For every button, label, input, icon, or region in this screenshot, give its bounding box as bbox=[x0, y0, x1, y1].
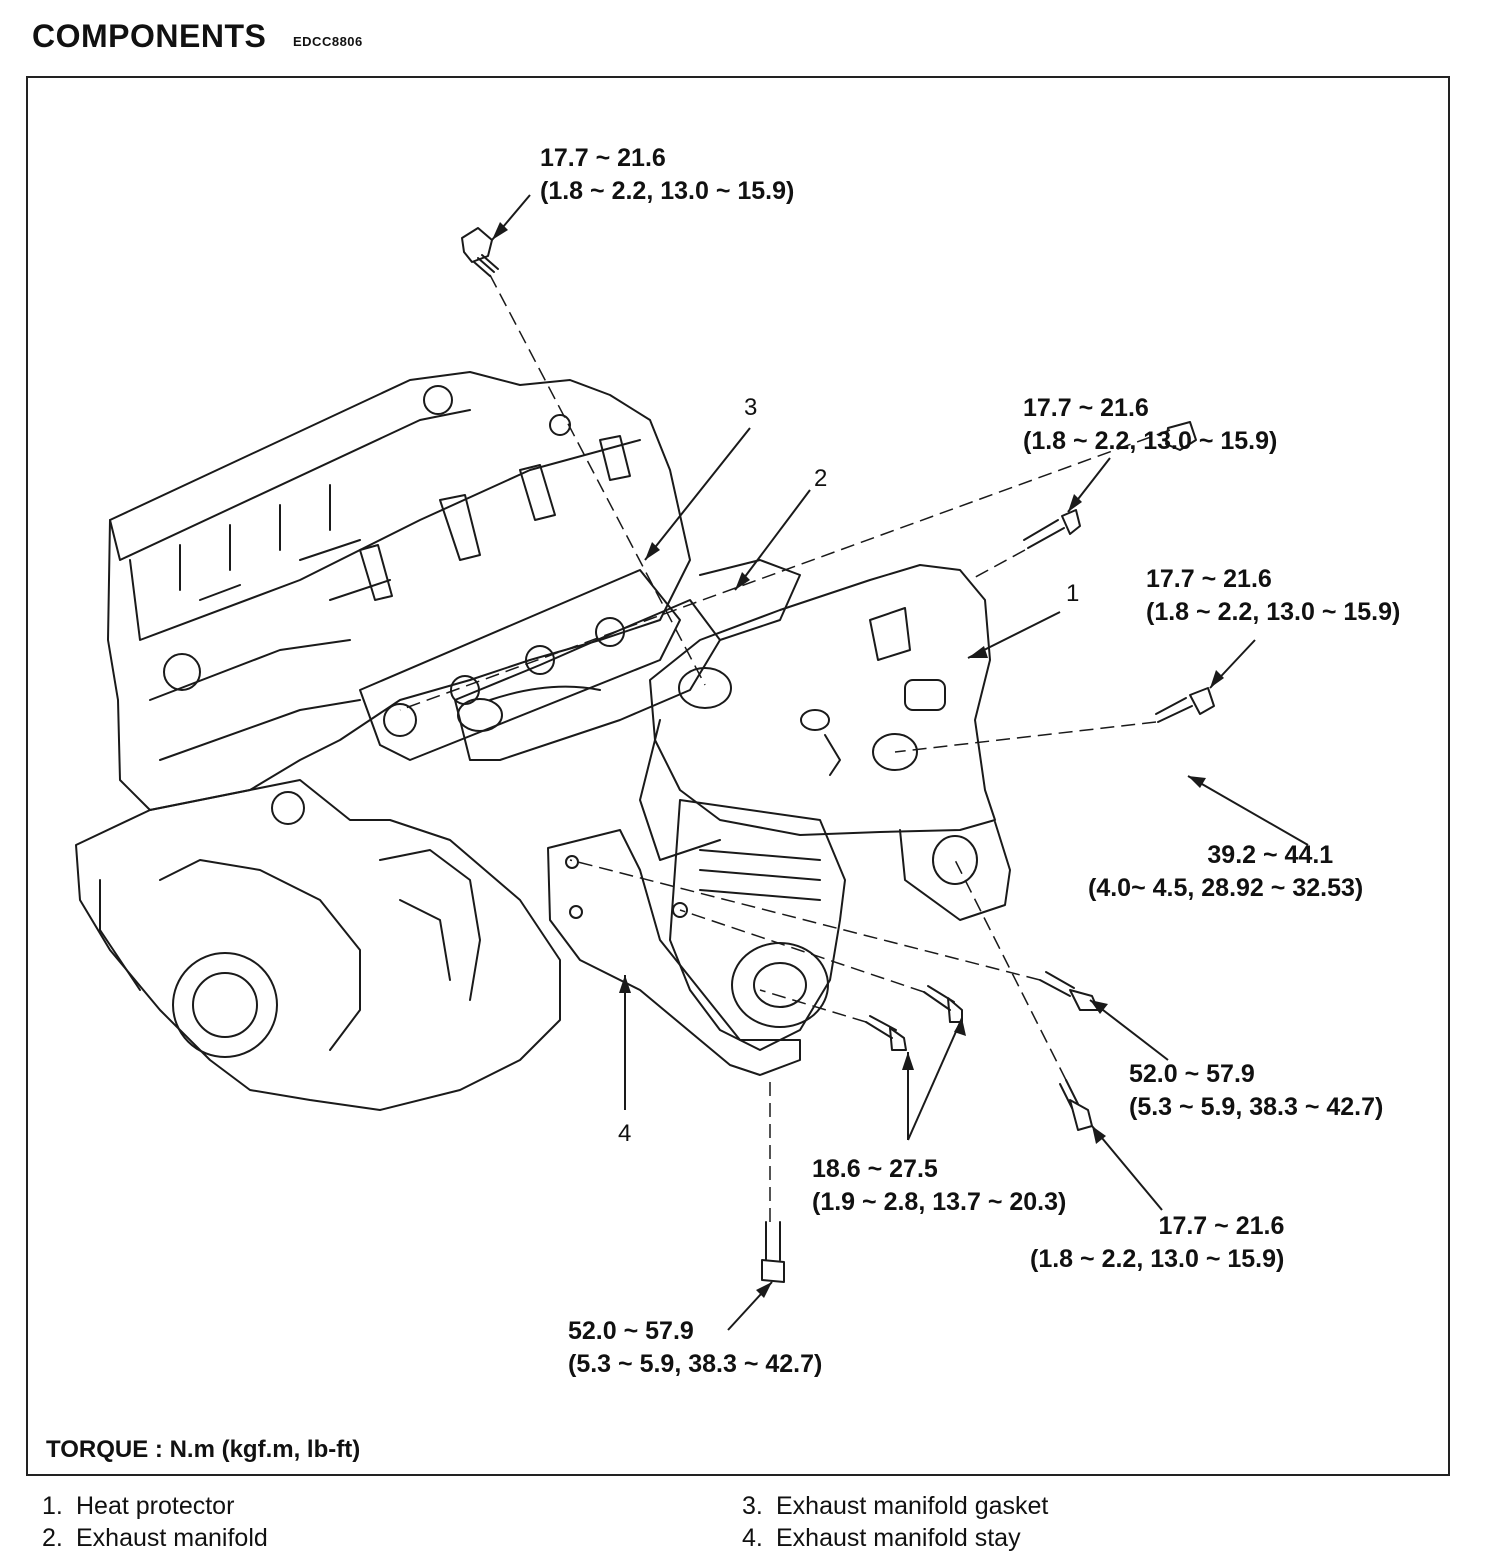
legend-label: Exhaust manifold stay bbox=[776, 1524, 1021, 1552]
torque-callout-stay-bolt-bottom: 52.0 ~ 57.9 (5.3 ~ 5.9, 38.3 ~ 42.7) bbox=[568, 1315, 822, 1381]
torque-callout-top-bolt: 17.7 ~ 21.6 (1.8 ~ 2.2, 13.0 ~ 15.9) bbox=[540, 142, 794, 208]
legend-label: Exhaust manifold bbox=[76, 1524, 268, 1552]
torque-value: 17.7 ~ 21.6 bbox=[540, 144, 666, 172]
torque-callout-bottom-right-bolt: 17.7 ~ 21.6 (1.8 ~ 2.2, 13.0 ~ 15.9) bbox=[1030, 1210, 1284, 1276]
torque-value: 52.0 ~ 57.9 bbox=[568, 1317, 694, 1345]
alignment-lines bbox=[399, 274, 1171, 1222]
torque-value: 52.0 ~ 57.9 bbox=[1129, 1060, 1255, 1088]
torque-value: 18.6 ~ 27.5 bbox=[812, 1155, 938, 1183]
torque-alt-units: (5.3 ~ 5.9, 38.3 ~ 42.7) bbox=[1129, 1093, 1384, 1121]
torque-callout-manifold-nut: 39.2 ~ 44.1 (4.0~ 4.5, 28.92 ~ 32.53) bbox=[1088, 839, 1363, 905]
document-code: EDCC8806 bbox=[293, 34, 363, 49]
part-number-4: 4 bbox=[618, 1120, 632, 1147]
torque-value: 39.2 ~ 44.1 bbox=[1207, 841, 1334, 869]
torque-alt-units: (1.8 ~ 2.2, 13.0 ~ 15.9) bbox=[1146, 598, 1401, 626]
part-number-3: 3 bbox=[744, 394, 758, 421]
torque-value: 17.7 ~ 21.6 bbox=[1158, 1212, 1285, 1240]
part-number-2: 2 bbox=[814, 465, 828, 492]
legend-number: 1. bbox=[42, 1492, 63, 1520]
torque-alt-units: (1.8 ~ 2.2, 13.0 ~ 15.9) bbox=[1030, 1245, 1285, 1273]
torque-units-note: TORQUE : N.m (kgf.m, lb-ft) bbox=[46, 1436, 361, 1463]
torque-callout-lower-bolts: 18.6 ~ 27.5 (1.9 ~ 2.8, 13.7 ~ 20.3) bbox=[812, 1153, 1066, 1219]
torque-alt-units: (4.0~ 4.5, 28.92 ~ 32.53) bbox=[1088, 874, 1364, 902]
torque-value: 17.7 ~ 21.6 bbox=[1146, 565, 1272, 593]
bolt-illustrations bbox=[461, 227, 1215, 1283]
torque-value: 17.7 ~ 21.6 bbox=[1023, 394, 1149, 422]
legend-number: 3. bbox=[742, 1492, 763, 1520]
torque-alt-units: (1.8 ~ 2.2, 13.0 ~ 15.9) bbox=[1023, 427, 1278, 455]
arrow-heads bbox=[492, 222, 1224, 1298]
legend-item-exhaust-manifold: 2. Exhaust manifold bbox=[42, 1524, 268, 1553]
legend-label: Heat protector bbox=[76, 1492, 235, 1520]
legend-number: 2. bbox=[42, 1524, 63, 1552]
legend-item-exhaust-manifold-gasket: 3. Exhaust manifold gasket bbox=[742, 1492, 1048, 1521]
engine-illustration bbox=[75, 371, 691, 1111]
torque-callout-heat-protector-upper: 17.7 ~ 21.6 (1.8 ~ 2.2, 13.0 ~ 15.9) bbox=[1023, 392, 1277, 458]
torque-callout-stay-bolt-right: 52.0 ~ 57.9 (5.3 ~ 5.9, 38.3 ~ 42.7) bbox=[1129, 1058, 1383, 1124]
part-number-1: 1 bbox=[1066, 580, 1080, 607]
legend-label: Exhaust manifold gasket bbox=[776, 1492, 1049, 1520]
torque-alt-units: (1.8 ~ 2.2, 13.0 ~ 15.9) bbox=[540, 177, 795, 205]
stay-illustration bbox=[547, 829, 801, 1076]
manifold-illustration bbox=[454, 559, 846, 1051]
legend-item-exhaust-manifold-stay: 4. Exhaust manifold stay bbox=[742, 1524, 1021, 1553]
gasket-illustration bbox=[359, 569, 681, 761]
page-title: COMPONENTS bbox=[32, 18, 267, 54]
heat-protector-illustration bbox=[649, 564, 1011, 921]
torque-callout-heat-protector-side: 17.7 ~ 21.6 (1.8 ~ 2.2, 13.0 ~ 15.9) bbox=[1146, 563, 1400, 629]
legend-number: 4. bbox=[742, 1524, 763, 1552]
legend-item-heat-protector: 1. Heat protector bbox=[42, 1492, 234, 1521]
diagram-frame bbox=[26, 76, 1450, 1476]
torque-alt-units: (5.3 ~ 5.9, 38.3 ~ 42.7) bbox=[568, 1350, 823, 1378]
torque-alt-units: (1.9 ~ 2.8, 13.7 ~ 20.3) bbox=[812, 1188, 1067, 1216]
